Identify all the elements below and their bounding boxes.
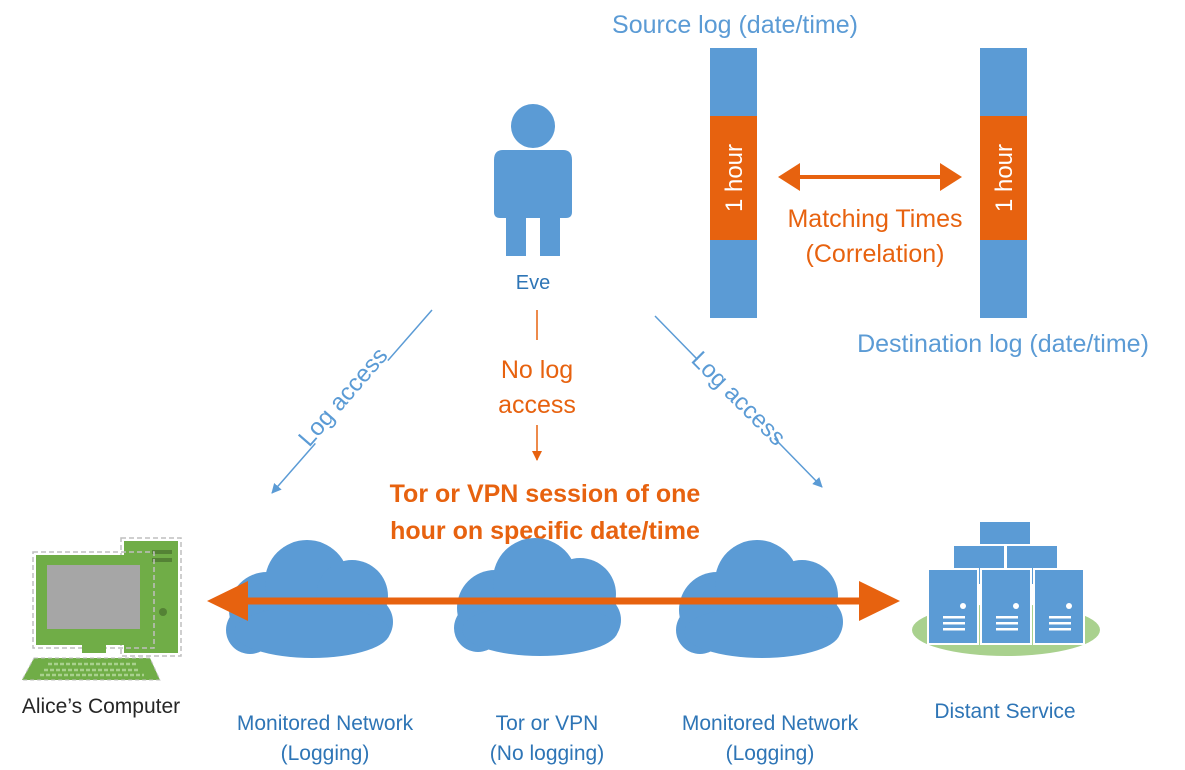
monitored-network-right-label: Monitored Network (682, 712, 859, 735)
monitored-network-left-sublabel: (Logging) (281, 742, 370, 765)
destination-hour-label: 1 hour (991, 144, 1018, 212)
source-log-label: Source log (date/time) (612, 11, 858, 39)
monitored-network-left-label: Monitored Network (237, 712, 414, 735)
desktop-computer-icon (21, 537, 182, 681)
matching-times-label: Matching Times (787, 205, 962, 233)
source-hour-label: 1 hour (721, 144, 748, 212)
eve-label: Eve (516, 272, 550, 294)
tor-vpn-sublabel: (No logging) (490, 742, 604, 765)
destination-log-label: Destination log (date/time) (857, 330, 1149, 358)
alice-computer-label: Alice’s Computer (22, 695, 180, 718)
cloud-icon (454, 538, 621, 656)
correlation-label: (Correlation) (806, 240, 945, 268)
source-log-bar (710, 48, 757, 318)
server-cluster-icon (912, 520, 1100, 656)
person-icon (494, 104, 572, 256)
correlation-double-arrow (778, 163, 962, 191)
access-label: access (498, 391, 576, 419)
session-label-line1: Tor or VPN session of one (390, 480, 701, 508)
session-double-arrow (207, 581, 900, 621)
no-log-label: No log (501, 356, 573, 384)
tor-vpn-label: Tor or VPN (496, 712, 599, 735)
distant-service-label: Distant Service (934, 700, 1075, 723)
destination-log-bar (980, 48, 1027, 318)
monitored-network-right-sublabel: (Logging) (726, 742, 815, 765)
